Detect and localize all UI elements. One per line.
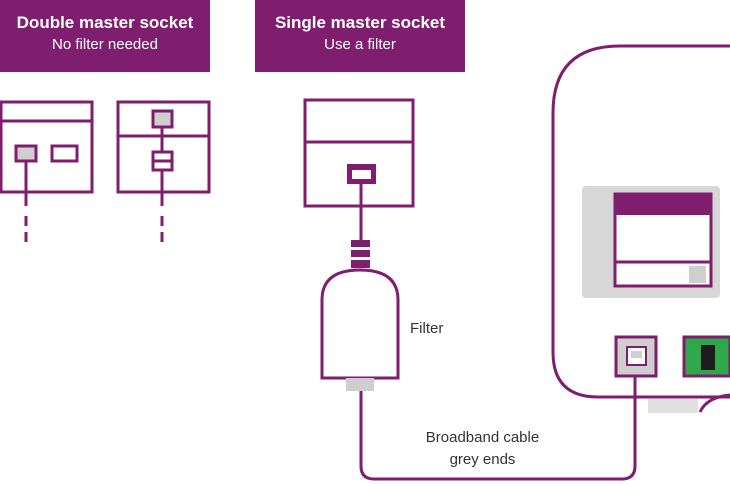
filter-label: Filter <box>410 320 444 337</box>
single-socket-icon <box>303 98 415 240</box>
double-master-socket-title: Double master socket <box>16 13 194 32</box>
double-socket-b-icon <box>116 100 211 242</box>
single-master-socket-title: Single master socket <box>274 13 446 32</box>
broadband-cable <box>359 364 637 481</box>
double-master-socket-subtitle: No filter needed <box>52 36 158 53</box>
broadband-cable-label-line1: Broadband cable <box>425 429 540 446</box>
double-master-socket-header: Double master socket No filter needed <box>0 0 210 72</box>
filter-plug-icon <box>351 240 370 268</box>
broadband-cable-label: Broadband cable grey ends <box>420 427 545 471</box>
hub-router-icon <box>551 44 730 413</box>
broadband-cable-label-line2: grey ends <box>449 451 516 468</box>
double-socket-a-icon <box>0 100 94 242</box>
single-master-socket-subtitle: Use a filter <box>324 36 396 53</box>
single-master-socket-header: Single master socket Use a filter <box>255 0 465 72</box>
filter-icon <box>320 268 400 391</box>
